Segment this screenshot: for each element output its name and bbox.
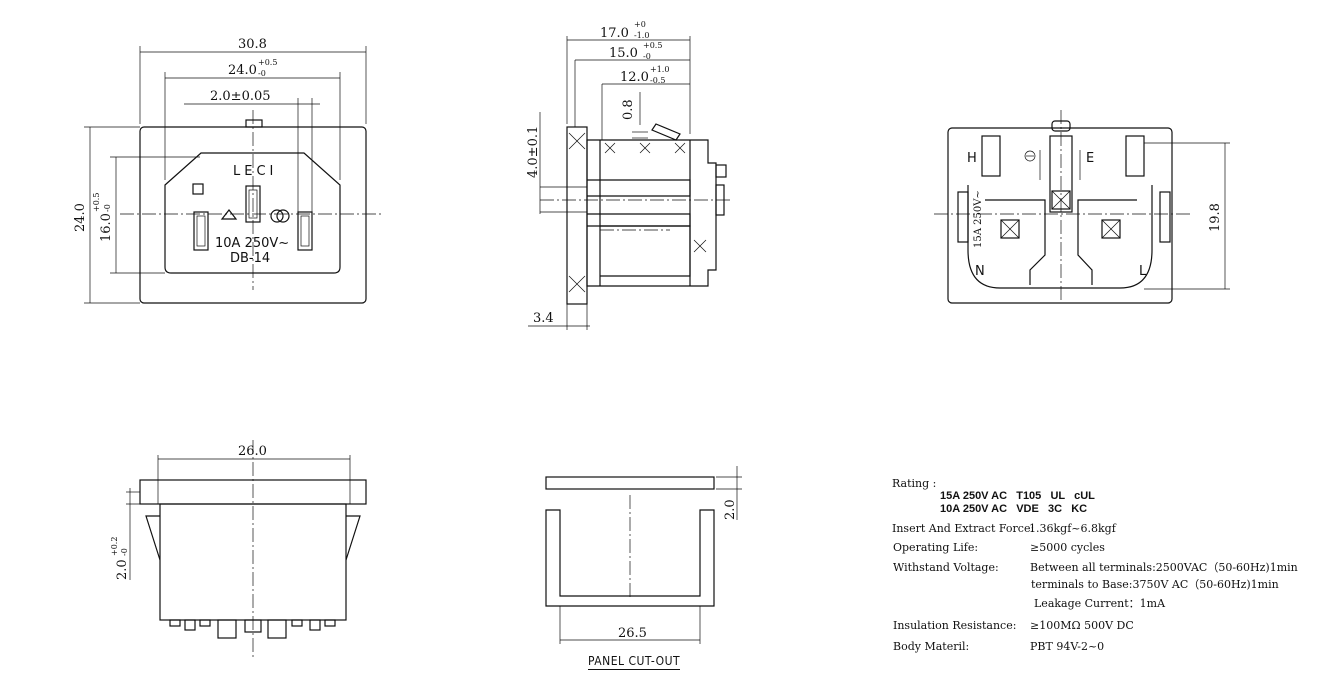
panel-top-plate <box>545 476 715 490</box>
dim-34: 3.4 <box>533 311 554 326</box>
spec-rating-label: Rating : <box>892 477 937 490</box>
rear-label-h: H <box>967 151 977 166</box>
earth-symbol-icon <box>1024 150 1036 162</box>
dim-12-tol: +1.0 <box>650 65 669 74</box>
vde-triangle-icon <box>220 209 238 220</box>
dim-17: 17.0 <box>600 26 629 41</box>
dim-panel-20: 2.0 <box>723 499 738 520</box>
dim-pin-spacing: 2.0±0.05 <box>210 89 271 104</box>
spec-rating-line2: 10A 250V AC VDE 3C KC <box>940 503 1088 515</box>
bottom-terminals <box>169 619 336 639</box>
rear-view: H E N L 15A 250V~ 19.8 <box>934 110 1230 304</box>
side-latch <box>651 123 681 141</box>
pin-left <box>193 211 209 251</box>
front-marking-rating: 10A 250V~ <box>215 236 289 251</box>
dim-width-overall: 30.8 <box>238 37 267 52</box>
rear-label-n: N <box>975 264 985 279</box>
dim-height-inner-tol-low: -0 <box>103 204 112 212</box>
spec-label-2: Withstand Voltage: <box>893 561 999 574</box>
dim-17-tol-low: -1.0 <box>634 31 649 40</box>
rear-label-l: L <box>1139 264 1147 279</box>
spec-label-0: Insert And Extract Force: <box>892 522 1035 535</box>
spec-value-0: 1.36kgf~6.8kgf <box>1029 522 1116 535</box>
terminal-x-boxes <box>1000 190 1121 239</box>
side-view: 17.0 +0 -1.0 15.0 +0.5 -0 12.0 +1.0 -0.5… <box>526 20 730 330</box>
panel-cutout-view: 26.5 2.0 <box>545 466 742 644</box>
dim-40: 4.0±0.1 <box>526 126 541 178</box>
spec-label-6: Body Materil: <box>893 640 970 653</box>
spec-value-4: Leakage Current：1mA <box>1034 597 1166 610</box>
dim-width-inner-tol-low: -0 <box>258 69 266 78</box>
dim-15: 15.0 <box>609 46 638 61</box>
panel-cutout-outline <box>545 509 715 607</box>
front-marking-model: DB-14 <box>230 251 270 266</box>
bottom-view: 26.0 2.0 +0.2 -0 <box>110 440 367 660</box>
front-view: LECI 10A 250V~ DB-14 30.8 24.0 +0.5 -0 2… <box>73 37 382 304</box>
dim-12: 12.0 <box>620 70 649 85</box>
spec-value-1: ≥5000 cycles <box>1030 541 1105 554</box>
panel-cutout-title: PANEL CUT-OUT <box>588 654 681 670</box>
dim-12-tol-low: -0.5 <box>650 76 665 85</box>
dim-height-overall: 24.0 <box>73 203 88 232</box>
dim-height-inner: 16.0 <box>99 213 114 242</box>
pin-right <box>297 211 313 251</box>
dim-198: 19.8 <box>1208 203 1223 232</box>
spec-value-2: Between all terminals:2500VAC（50-60Hz)1m… <box>1030 561 1298 574</box>
dim-17-tol: +0 <box>634 20 646 29</box>
dim-260: 26.0 <box>238 444 267 459</box>
spec-value-6: PBT 94V-2~0 <box>1030 640 1105 653</box>
dim-15-tol: +0.5 <box>643 41 662 50</box>
dim-265: 26.5 <box>618 626 647 641</box>
spec-value-5: ≥100MΩ 500V DC <box>1030 619 1134 632</box>
dim-bottom-20-tol-low: -0 <box>120 548 129 556</box>
dim-15-tol-low: -0 <box>643 52 651 61</box>
dim-bottom-20: 2.0 <box>115 559 130 580</box>
spec-label-5: Insulation Resistance: <box>893 619 1017 632</box>
dim-width-inner: 24.0 <box>228 63 257 78</box>
kc-mark-icon <box>192 183 204 195</box>
rear-inner-outline <box>967 185 1153 289</box>
spec-value-3: terminals to Base:3750V AC（50-60Hz)1min <box>1031 578 1279 591</box>
rear-label-e: E <box>1086 151 1094 166</box>
spec-rating-line1: 15A 250V AC T105 UL cUL <box>940 490 1095 502</box>
spec-label-1: Operating Life: <box>893 541 979 554</box>
dim-width-inner-tol: +0.5 <box>258 58 277 67</box>
dim-height-inner-tol: +0.5 <box>92 193 101 212</box>
front-latch <box>245 119 263 128</box>
dim-bottom-20-tol: +0.2 <box>110 537 119 556</box>
front-brand: LECI <box>233 164 277 179</box>
dim-08: 0.8 <box>621 99 636 120</box>
rear-outer-frame <box>947 127 1173 304</box>
side-body <box>586 139 717 287</box>
ccc-mark-icon <box>270 209 284 223</box>
rear-marking-side: 15A 250V~ <box>973 190 984 248</box>
front-socket-outline <box>164 152 341 274</box>
